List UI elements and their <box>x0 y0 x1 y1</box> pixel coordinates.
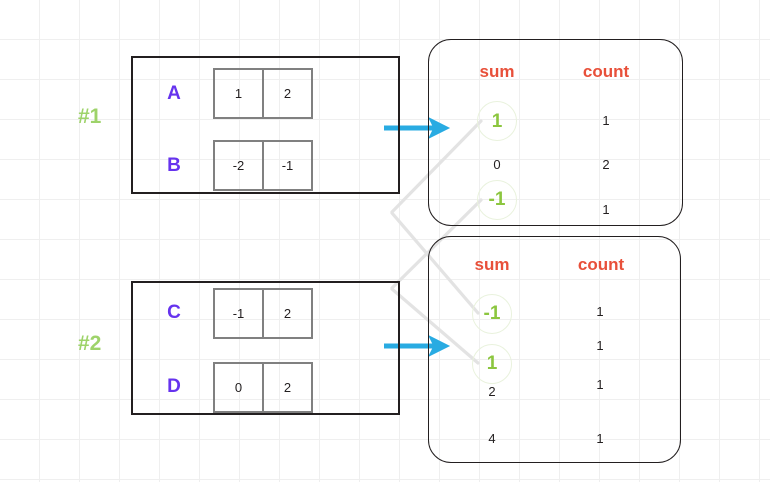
panel1-count-2: 1 <box>602 202 610 217</box>
arrow-block2-to-panel2 <box>384 334 451 358</box>
panel1-highlight-ring-2 <box>477 180 517 220</box>
step-label-1: #1 <box>78 105 102 128</box>
panel2-header-count: count <box>577 255 625 274</box>
step-label-2: #2 <box>78 332 102 355</box>
row-label-b: B <box>167 155 181 176</box>
cell-a-1: 2 <box>262 68 313 119</box>
panel1-sum-1: 0 <box>493 157 501 172</box>
panel1-sum-2: -1 <box>488 189 506 210</box>
panel2-sum-2: 2 <box>488 384 496 399</box>
panel2-count-2: 1 <box>596 377 604 392</box>
cell-b-0: -2 <box>213 140 264 191</box>
connector-line-1 <box>390 119 483 315</box>
row-label-c: C <box>167 302 181 323</box>
cell-a-0: 1 <box>213 68 264 119</box>
panel1-header-count: count <box>582 62 630 81</box>
source-block-2 <box>131 281 400 415</box>
panel2-sum-3: 4 <box>488 431 496 446</box>
cell-pair-a: 1 2 <box>213 68 313 119</box>
panel1-count-0: 1 <box>602 113 610 128</box>
cell-pair-d: 0 2 <box>213 362 313 413</box>
panel2-sum-1: 1 <box>486 353 498 374</box>
panel1-header-sum: sum <box>479 62 515 81</box>
panel2-count-0: 1 <box>596 304 604 319</box>
cell-c-1: 2 <box>262 288 313 339</box>
row-label-a: A <box>167 83 181 104</box>
panel2-count-3: 1 <box>596 431 604 446</box>
panel2-highlight-ring-0 <box>472 294 512 334</box>
panel2-sum-0: -1 <box>483 303 501 324</box>
source-block-1 <box>131 56 400 194</box>
panel2-header-sum: sum <box>474 255 510 274</box>
panel2-highlight-ring-1 <box>472 344 512 384</box>
panel1-count-1: 2 <box>602 157 610 172</box>
panel2-count-1: 1 <box>596 338 604 353</box>
arrow-group <box>384 116 451 358</box>
row-label-d: D <box>167 376 181 397</box>
cell-c-0: -1 <box>213 288 264 339</box>
cell-pair-c: -1 2 <box>213 288 313 339</box>
result-panel-1 <box>428 39 683 226</box>
panel1-sum-0: 1 <box>491 111 503 132</box>
cell-d-0: 0 <box>213 362 264 413</box>
panel1-highlight-ring-0 <box>477 101 517 141</box>
arrow-block1-to-panel1 <box>384 116 451 140</box>
result-panel-2 <box>428 236 681 463</box>
cell-pair-b: -2 -1 <box>213 140 313 191</box>
cell-d-1: 2 <box>262 362 313 413</box>
cell-b-1: -1 <box>262 140 313 191</box>
